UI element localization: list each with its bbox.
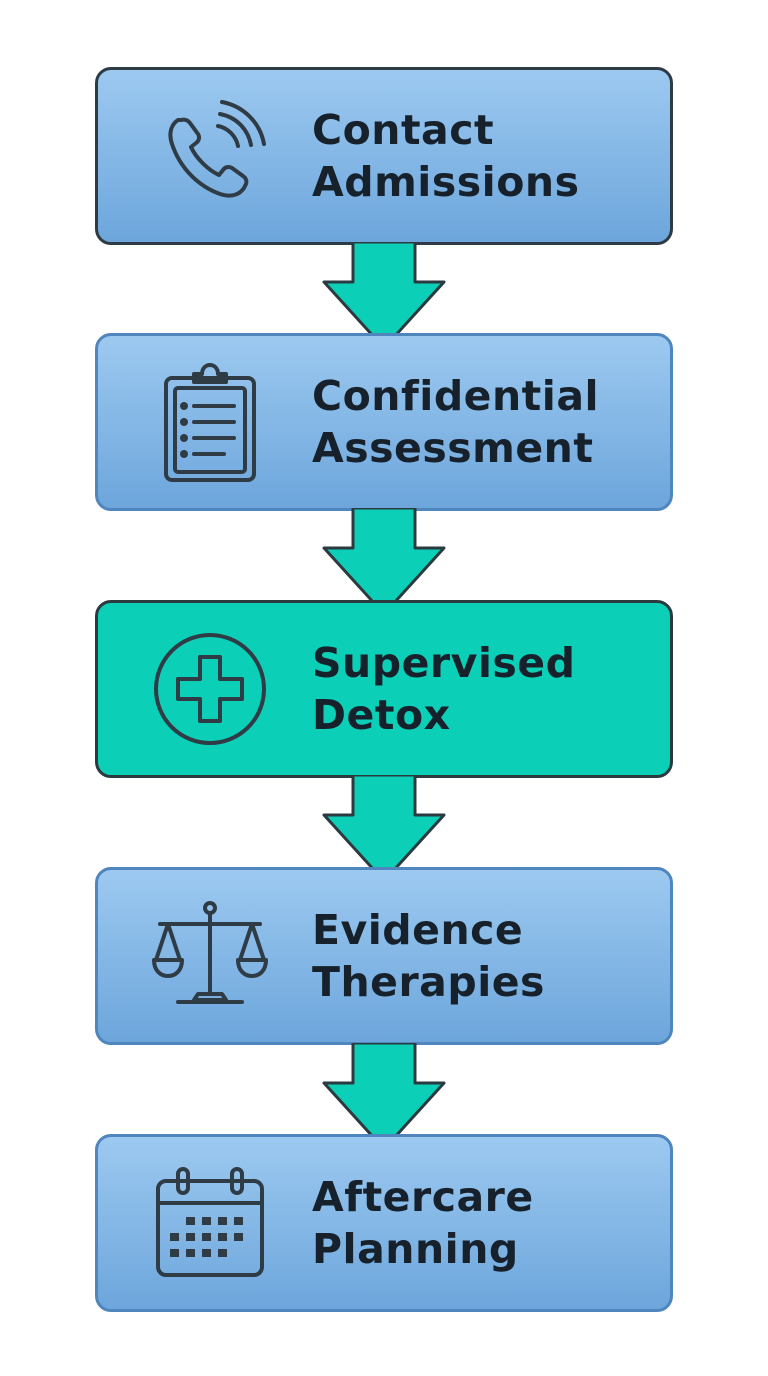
step-label: Contact Admissions [312, 104, 579, 208]
step-label-line-2: Detox [312, 691, 451, 739]
flow-arrow [320, 1043, 448, 1153]
step-label: Evidence Therapies [312, 904, 545, 1008]
flow-arrow [320, 775, 448, 885]
step-label-line-2: Admissions [312, 158, 580, 206]
calendar-icon [150, 1163, 270, 1283]
flow-arrow [320, 242, 448, 352]
step-label: Aftercare Planning [312, 1171, 534, 1275]
step-label: Confidential Assessment [312, 370, 599, 474]
step-confidential-assessment: Confidential Assessment [95, 333, 673, 511]
step-label: Supervised Detox [312, 637, 575, 741]
step-label-line-2: Planning [312, 1225, 519, 1273]
flow-arrow [320, 508, 448, 618]
step-aftercare-planning: Aftercare Planning [95, 1134, 673, 1312]
medical-cross-icon [150, 629, 270, 749]
step-label-line-1: Contact [312, 106, 495, 154]
step-label-line-1: Aftercare [312, 1173, 534, 1221]
step-label-line-1: Evidence [312, 906, 524, 954]
scales-icon [150, 896, 270, 1016]
step-contact-admissions: Contact Admissions [95, 67, 673, 245]
step-label-line-2: Therapies [312, 958, 545, 1006]
step-label-line-2: Assessment [312, 424, 594, 472]
step-evidence-therapies: Evidence Therapies [95, 867, 673, 1045]
phone-icon [150, 96, 270, 216]
clipboard-icon [150, 362, 270, 482]
step-label-line-1: Confidential [312, 372, 600, 420]
step-label-line-1: Supervised [312, 639, 576, 687]
step-supervised-detox: Supervised Detox [95, 600, 673, 778]
